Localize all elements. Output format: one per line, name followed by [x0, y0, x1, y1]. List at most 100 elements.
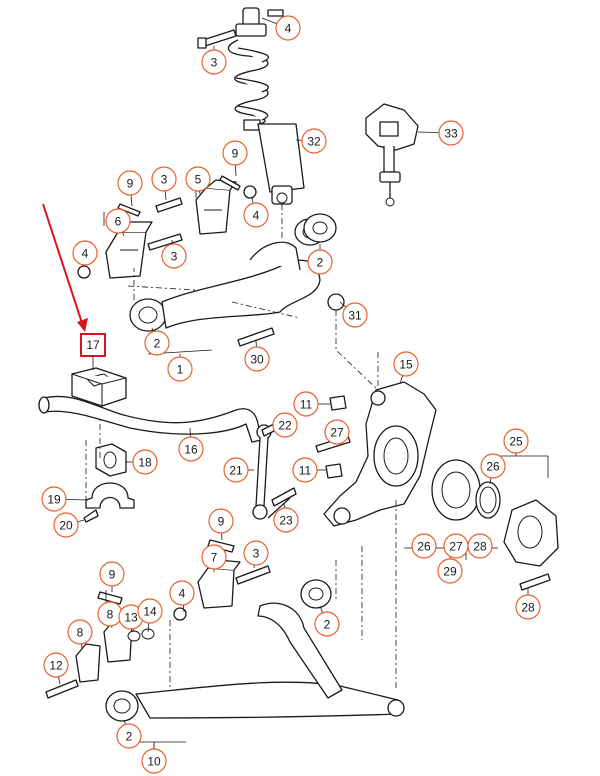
callout-label: 4: [253, 209, 260, 223]
callout-3[interactable]: 3: [201, 49, 227, 75]
callout-ring: [467, 533, 493, 559]
callout-16[interactable]: 16: [178, 436, 204, 462]
callout-label: 2: [154, 337, 161, 351]
callout-4[interactable]: 4: [72, 240, 98, 266]
callout-ring: [275, 15, 301, 41]
callout-label: 9: [109, 568, 116, 582]
callout-9[interactable]: 9: [208, 508, 234, 534]
callout-18[interactable]: 18: [132, 449, 158, 475]
callout-11[interactable]: 11: [292, 457, 318, 483]
callout-1[interactable]: 1: [167, 356, 193, 382]
callout-label: 33: [444, 127, 458, 141]
callout-6[interactable]: 6: [105, 208, 131, 234]
callout-3[interactable]: 3: [243, 540, 269, 566]
callout-29[interactable]: 29: [437, 558, 463, 584]
callout-ring: [161, 243, 187, 269]
callout-25[interactable]: 25: [503, 428, 529, 454]
callout-label: 26: [417, 540, 431, 554]
callout-label: 2: [324, 618, 331, 632]
parts-artwork: [38, 7, 559, 752]
callout-19[interactable]: 19: [41, 486, 67, 512]
callout-label: 9: [127, 177, 134, 191]
callout-31[interactable]: 31: [342, 302, 368, 328]
callout-ring: [105, 208, 131, 234]
callout-label: 29: [443, 565, 457, 579]
callout-label: 6: [115, 215, 122, 229]
bushing-18: [95, 443, 127, 477]
highlighted-callout-label: 17: [86, 338, 100, 352]
callout-12[interactable]: 12: [43, 652, 69, 678]
callout-leader-line: [171, 239, 173, 245]
callout-33[interactable]: 33: [438, 120, 464, 146]
callout-leader-line: [261, 17, 277, 25]
callout-label: 18: [138, 456, 152, 470]
callout-ring: [117, 170, 143, 196]
callout-4[interactable]: 4: [275, 15, 301, 41]
callout-4[interactable]: 4: [169, 580, 195, 606]
callout-30[interactable]: 30: [244, 346, 270, 372]
callout-leader-line: [147, 622, 150, 633]
callout-8[interactable]: 8: [67, 619, 93, 645]
callout-leader-line: [164, 190, 167, 201]
callout-14[interactable]: 14: [137, 598, 163, 624]
callout-ring: [324, 419, 350, 445]
clamp-19: [83, 482, 135, 523]
callout-2[interactable]: 2: [314, 611, 340, 637]
callout-26[interactable]: 26: [480, 453, 506, 479]
callout-ring: [243, 202, 269, 228]
callout-11[interactable]: 11: [293, 391, 319, 417]
callout-9[interactable]: 9: [99, 561, 125, 587]
callout-27[interactable]: 27: [324, 419, 350, 445]
callout-ring: [137, 598, 163, 624]
callout-21[interactable]: 21: [223, 457, 249, 483]
callout-label: 11: [299, 464, 312, 478]
callout-ring: [178, 436, 204, 462]
callout-27[interactable]: 27: [443, 533, 469, 559]
callout-23[interactable]: 23: [273, 507, 299, 533]
callout-15[interactable]: 15: [393, 351, 419, 377]
callout-label: 4: [179, 587, 186, 601]
callout-ring: [132, 449, 158, 475]
stabilizer-bar: [38, 395, 263, 443]
callout-9[interactable]: 9: [222, 140, 248, 166]
callout-10[interactable]: 10: [141, 748, 167, 774]
callout-28[interactable]: 28: [515, 594, 541, 620]
callout-9[interactable]: 9: [117, 170, 143, 196]
callout-ring: [201, 544, 227, 570]
callout-ring: [393, 351, 419, 377]
callout-2[interactable]: 2: [144, 330, 170, 356]
pointer-arrow: [42, 203, 88, 332]
callout-leader-line: [122, 231, 125, 237]
callout-label: 16: [184, 443, 198, 457]
callout-3[interactable]: 3: [161, 243, 187, 269]
callout-ring: [41, 486, 67, 512]
callout-ring: [411, 533, 437, 559]
callout-20[interactable]: 20: [53, 512, 79, 538]
callout-7[interactable]: 7: [201, 544, 227, 570]
callout-leader-line: [123, 719, 126, 725]
callout-ring: [273, 507, 299, 533]
callout-2[interactable]: 2: [307, 249, 333, 275]
callout-2[interactable]: 2: [116, 723, 142, 749]
callout-22[interactable]: 22: [272, 412, 298, 438]
callout-5[interactable]: 5: [185, 166, 211, 192]
callout-leader-line: [58, 676, 61, 685]
stabilizer-bushing-17: [71, 367, 127, 407]
callout-ring: [201, 49, 227, 75]
callout-26[interactable]: 26: [411, 533, 437, 559]
callout-8[interactable]: 8: [97, 601, 123, 627]
assembly-guide-lines: [85, 204, 397, 690]
callout-label: 8: [107, 608, 114, 622]
highlighted-callout-17[interactable]: 17: [80, 333, 106, 357]
callout-label: 8: [77, 626, 84, 640]
callout-28[interactable]: 28: [467, 533, 493, 559]
callout-ring: [301, 128, 327, 154]
callout-32[interactable]: 32: [301, 128, 327, 154]
callout-4[interactable]: 4: [243, 202, 269, 228]
steering-knuckle: [323, 381, 437, 527]
callout-3[interactable]: 3: [151, 166, 177, 192]
upper-bolts: [77, 175, 275, 347]
lower-bolts: [45, 539, 271, 699]
